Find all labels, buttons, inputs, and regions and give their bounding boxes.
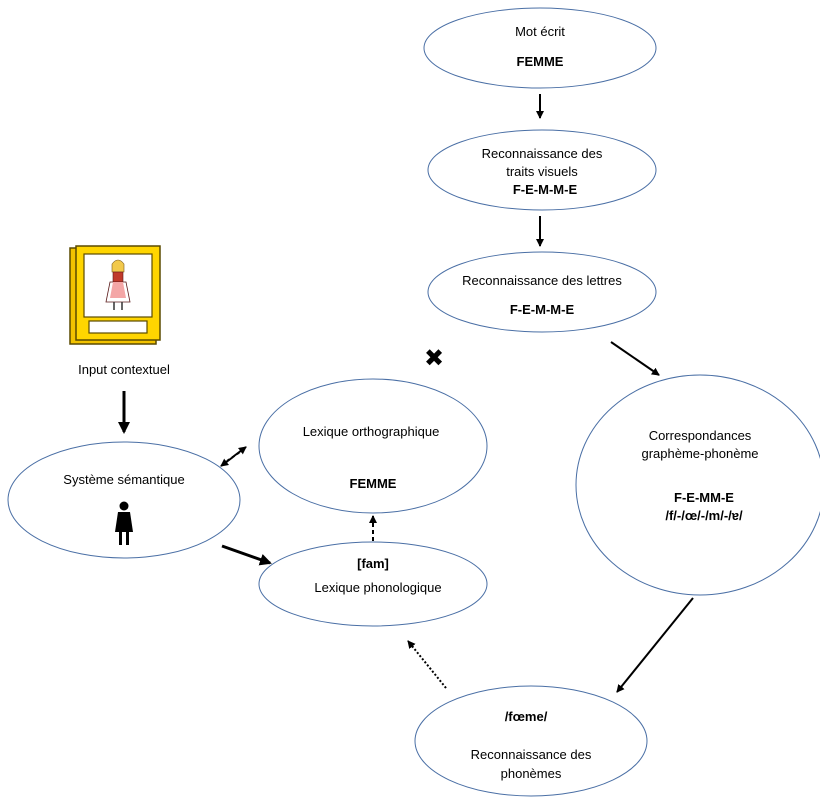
blocked-cross-icon: ✖ (423, 345, 445, 372)
node-correspondances (575, 374, 820, 596)
lexique-phonologique-value: [fam] (357, 556, 389, 571)
arrow-to-semantique-head (220, 456, 234, 467)
lexique-orthographique-label: Lexique orthographique (302, 424, 440, 439)
node-phonemes (414, 685, 648, 797)
phonemes-value: /fœme/ (504, 709, 548, 724)
woman-silhouette-icon (115, 501, 133, 545)
mot-ecrit-value: FEMME (516, 54, 564, 69)
node-systeme-semantique (7, 441, 241, 559)
node-lexique-phonologique (258, 541, 488, 627)
arrow-phonemes-to-phonologique (407, 640, 447, 689)
arrow-to-orthographique-head (233, 446, 247, 457)
phonemes-label-2: phonèmes (500, 766, 562, 781)
correspondances-label-1: Correspondances (648, 428, 752, 443)
lettres-value: F-E-M-M-E (509, 302, 575, 317)
traits-visuels-label-1: Reconnaissance des (481, 146, 603, 161)
arrow-semantique-to-phonologique (221, 544, 272, 566)
input-contextuel-label: Input contextuel (78, 362, 170, 377)
node-mot-ecrit (423, 7, 657, 89)
correspondances-label-2: graphème-phonème (641, 446, 759, 461)
systeme-semantique-label: Système sémantique (63, 472, 185, 487)
node-traits-visuels (427, 129, 657, 211)
arrow-lettres-to-correspondances (610, 341, 660, 376)
traits-visuels-label-2: traits visuels (506, 164, 578, 179)
lexique-orthographique-value: FEMME (349, 476, 397, 491)
phonemes-label-1: Reconnaissance des (470, 747, 592, 762)
lettres-label: Reconnaissance des lettres (462, 273, 622, 288)
arrow-correspondances-to-phonemes (616, 597, 694, 693)
picture-card-icon (69, 245, 161, 345)
correspondances-value-1: F-E-MM-E (674, 490, 734, 505)
correspondances-value-2: /f/-/œ/-/m/-/ɐ/ (665, 508, 743, 523)
mot-ecrit-label: Mot écrit (515, 24, 565, 39)
node-lexique-orthographique (258, 378, 488, 514)
node-lettres (427, 251, 657, 333)
lexique-phonologique-label: Lexique phonologique (314, 580, 442, 595)
traits-visuels-value: F-E-M-M-E (512, 182, 578, 197)
